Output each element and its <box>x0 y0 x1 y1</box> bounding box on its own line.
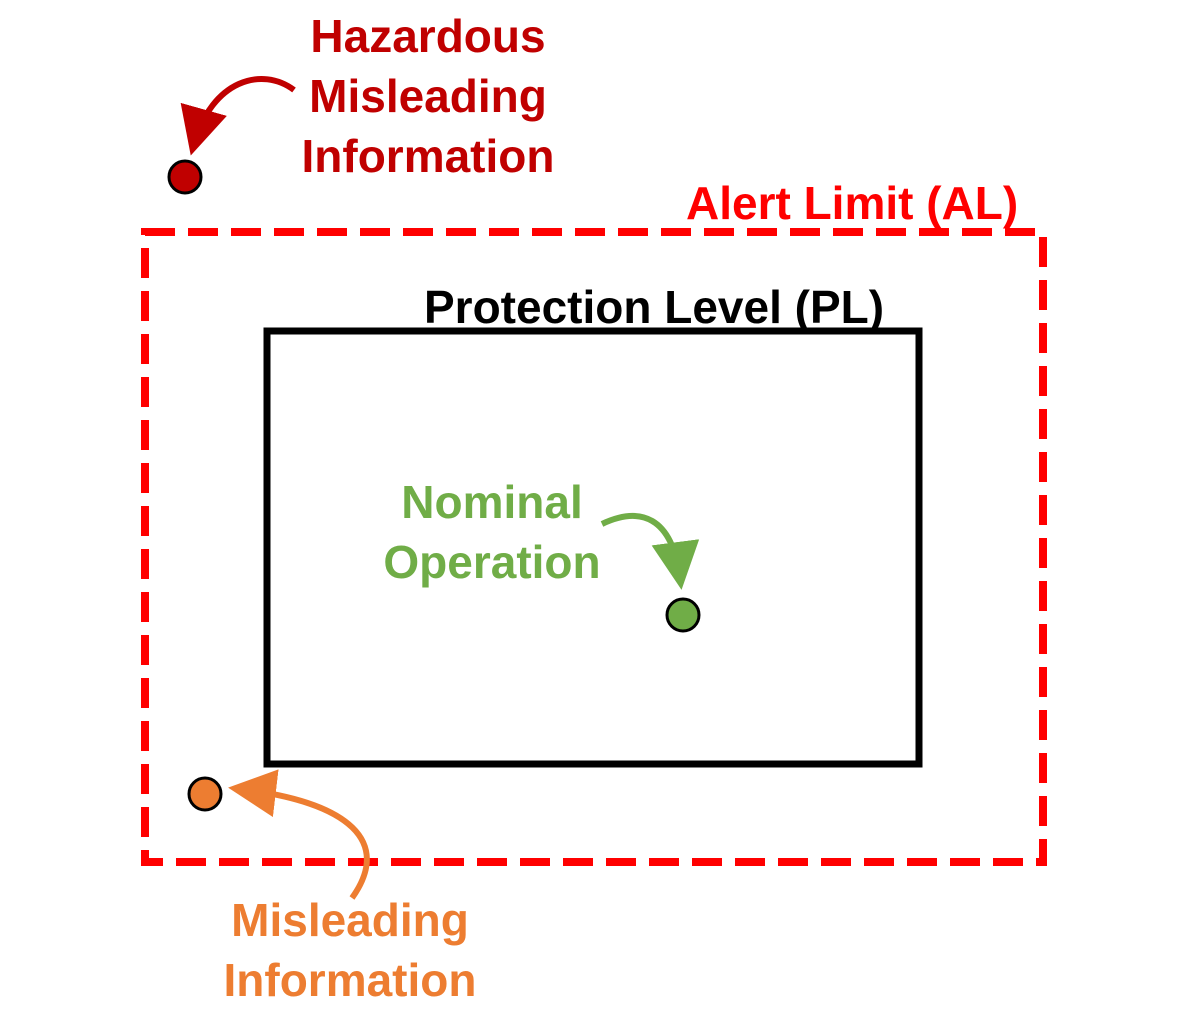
alert-limit-label: Alert Limit (AL) <box>686 177 1019 229</box>
hazardous-label-line2: Misleading <box>309 70 547 122</box>
misleading-point <box>187 776 223 812</box>
misleading-information-label: Misleading Information <box>190 890 510 1010</box>
hazardous-label-line3: Information <box>301 130 555 182</box>
nominal-label-line2: Operation <box>383 536 601 588</box>
hazardous-point <box>167 159 203 195</box>
protection-level-box <box>263 327 923 768</box>
misleading-label-line1: Misleading <box>231 894 469 946</box>
hazardous-arrow <box>180 75 296 156</box>
hazardous-label-line1: Hazardous <box>310 10 546 62</box>
misleading-arrow <box>228 769 370 900</box>
nominal-arrow <box>600 513 700 590</box>
protection-level-label: Protection Level (PL) <box>424 281 885 333</box>
nominal-operation-label: Nominal Operation <box>352 472 632 592</box>
hazardous-misleading-label: Hazardous Misleading Information <box>258 6 598 186</box>
nominal-point <box>665 597 701 633</box>
misleading-label-line2: Information <box>223 954 477 1006</box>
nominal-label-line1: Nominal <box>401 476 583 528</box>
alert-limit-box <box>141 228 1047 866</box>
